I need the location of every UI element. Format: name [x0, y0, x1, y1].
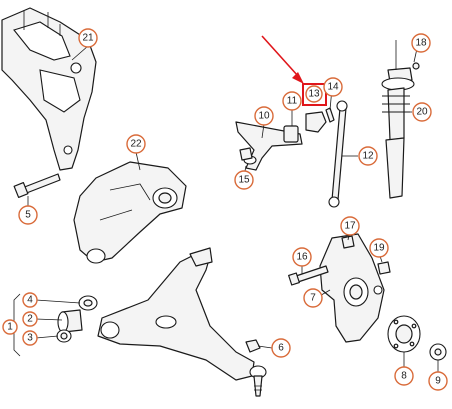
bolt-5: [13, 173, 61, 199]
pointer-arrow-head: [292, 72, 304, 84]
svg-text:19: 19: [373, 243, 385, 254]
callout-4: 4: [22, 292, 38, 308]
callout-19: 19: [369, 238, 389, 258]
hub-nut: [429, 343, 447, 361]
svg-text:22: 22: [130, 139, 142, 150]
callout-21: 21: [78, 28, 98, 48]
callout-17: 17: [340, 216, 360, 236]
subframe-member: [1, 7, 97, 171]
callout-10: 10: [254, 106, 274, 126]
svg-text:10: 10: [258, 111, 270, 122]
bolt-15: [239, 147, 253, 161]
bolt-14: [325, 107, 335, 123]
svg-text:8: 8: [401, 371, 407, 382]
callout-16: 16: [292, 247, 312, 267]
svg-text:13: 13: [308, 89, 320, 100]
wheel-hub: [387, 315, 421, 353]
callout-14: 14: [323, 77, 343, 97]
svg-text:2: 2: [27, 314, 33, 325]
nut-19: [377, 261, 391, 275]
svg-text:6: 6: [278, 343, 284, 354]
svg-text:14: 14: [327, 82, 339, 93]
svg-text:20: 20: [416, 107, 428, 118]
svg-text:4: 4: [27, 295, 33, 306]
svg-text:5: 5: [25, 210, 31, 221]
bolt-16: [288, 265, 329, 286]
svg-text:18: 18: [415, 38, 427, 49]
bushing-set: [56, 295, 98, 343]
callout-22: 22: [126, 134, 146, 154]
highlight-box-13: [302, 83, 327, 106]
svg-text:17: 17: [344, 221, 356, 232]
nut-17: [341, 235, 355, 249]
callout-6: 6: [271, 338, 291, 358]
callout-9: 9: [428, 371, 448, 391]
stabilizer-link: [328, 100, 348, 208]
pointer-arrow: [261, 35, 299, 77]
callout-7: 7: [303, 288, 323, 308]
steering-knuckle: [319, 233, 385, 343]
svg-text:3: 3: [27, 333, 33, 344]
callout-15: 15: [234, 170, 254, 190]
callout-20: 20: [412, 102, 432, 122]
callout-11: 11: [282, 91, 302, 111]
callout-5: 5: [18, 205, 38, 225]
bracket-22: [73, 161, 187, 264]
callout-18: 18: [411, 33, 431, 53]
stab-clamp-13: [305, 111, 327, 133]
lower-control-arm: [97, 247, 255, 381]
nut-6: [245, 339, 261, 353]
callout-1: 1: [2, 319, 18, 335]
callout-12: 12: [358, 146, 378, 166]
stab-bushing-11: [283, 125, 299, 143]
highlight-indicator: [261, 35, 327, 106]
svg-text:12: 12: [362, 151, 374, 162]
svg-text:15: 15: [238, 175, 250, 186]
callout-8: 8: [394, 366, 414, 386]
strut-assembly: [381, 40, 420, 199]
svg-text:21: 21: [82, 33, 94, 44]
svg-text:11: 11: [287, 96, 298, 107]
svg-text:16: 16: [296, 252, 308, 263]
callout-2: 2: [22, 311, 38, 327]
svg-text:9: 9: [435, 376, 441, 387]
ball-joint: [249, 365, 267, 397]
svg-text:7: 7: [310, 293, 316, 304]
callout-3: 3: [22, 330, 38, 346]
svg-text:1: 1: [7, 322, 13, 333]
callout-13: 13: [305, 85, 323, 103]
